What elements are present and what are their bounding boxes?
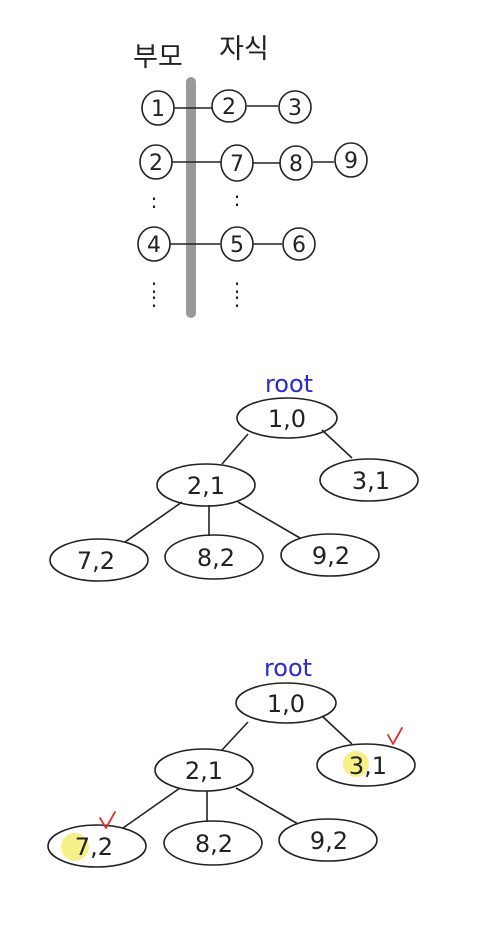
tree-edge: [124, 501, 183, 543]
parent-number: 4: [147, 233, 161, 258]
tree-node: [164, 534, 264, 580]
tree-edge: [321, 715, 353, 745]
adjacency-row: [139, 142, 368, 182]
tree-node-label: 2,1: [187, 472, 225, 500]
parent-number: 2: [149, 151, 163, 176]
tree-node: [235, 682, 337, 724]
ellipsis-dots: :: [151, 274, 158, 298]
child-number: 9: [344, 149, 358, 174]
tree-node-label: 9,2: [310, 827, 348, 855]
ellipsis-dots: :: [151, 189, 158, 213]
child-circle: [220, 144, 254, 182]
ellipsis-dots: :: [234, 274, 241, 298]
tree-edge: [221, 433, 249, 465]
child-circle: [279, 145, 313, 181]
parent-circle: [139, 144, 173, 180]
tree-node: [319, 458, 419, 502]
child-number: 7: [230, 152, 244, 177]
tree-edge: [321, 429, 353, 459]
child-circle: [211, 89, 247, 123]
adjacency-list: 부모 자식 1 2 3 2 7 8 9 : :: [133, 34, 368, 318]
ellipsis-dots: :: [151, 288, 158, 312]
child-circle: [282, 227, 316, 261]
adjacency-row: [137, 226, 316, 262]
tree-node-label: 2,1: [185, 757, 223, 785]
tree-node: [47, 824, 147, 868]
tree-edge: [235, 787, 299, 825]
child-number: 5: [230, 233, 244, 258]
tree-node: [154, 748, 254, 792]
header-parent: 부모: [133, 42, 183, 73]
tree-node-label: 8,2: [197, 544, 235, 572]
tree-node-label: 1,0: [268, 405, 306, 433]
child-number: 6: [292, 233, 306, 258]
child-number: 3: [288, 96, 302, 121]
root-label: root: [265, 370, 313, 398]
tree-node: [236, 397, 338, 439]
tree-node-label: 7,2: [75, 833, 113, 861]
tree-node-label: 3,1: [352, 467, 390, 495]
ellipsis-dots: :: [234, 288, 241, 312]
tree-node: [163, 820, 263, 866]
tree-node-label: 3,1: [349, 752, 387, 780]
tree-diagram: root 1,0 2,1 3,1 7,2 8,2 9,2: [49, 370, 419, 582]
child-circle: [278, 90, 312, 124]
tree-node: [156, 463, 256, 507]
child-number: 2: [222, 95, 236, 120]
highlight-mark: [343, 751, 369, 777]
highlight-mark: [61, 833, 89, 861]
tree-node: [316, 743, 416, 787]
tree-edge: [122, 787, 181, 829]
child-circle: [220, 226, 254, 262]
tree-node-label: 8,2: [195, 830, 233, 858]
tree-diagram-highlighted: root 1,0 2,1 3,1 7,2 8,2 9,2: [47, 654, 416, 868]
parent-circle: [137, 226, 171, 262]
tree-node-label: 9,2: [312, 542, 350, 570]
parent-number: 1: [151, 97, 165, 122]
child-number: 8: [289, 152, 303, 177]
tree-edge: [221, 721, 249, 751]
tree-edge: [237, 501, 301, 539]
header-children: 자식: [219, 34, 269, 65]
tree-node: [280, 533, 380, 577]
check-mark-icon: [387, 727, 403, 745]
root-label: root: [264, 654, 312, 682]
tree-node: [278, 818, 378, 862]
tree-node: [49, 538, 149, 582]
separator-bar: [186, 77, 196, 318]
child-circle: [334, 142, 368, 178]
check-mark-icon: [99, 811, 116, 829]
tree-node-label: 7,2: [77, 547, 115, 575]
tree-node-label: 1,0: [267, 690, 305, 718]
adjacency-row: [141, 89, 312, 126]
ellipsis-dots: :: [234, 187, 241, 211]
parent-circle: [141, 90, 175, 126]
